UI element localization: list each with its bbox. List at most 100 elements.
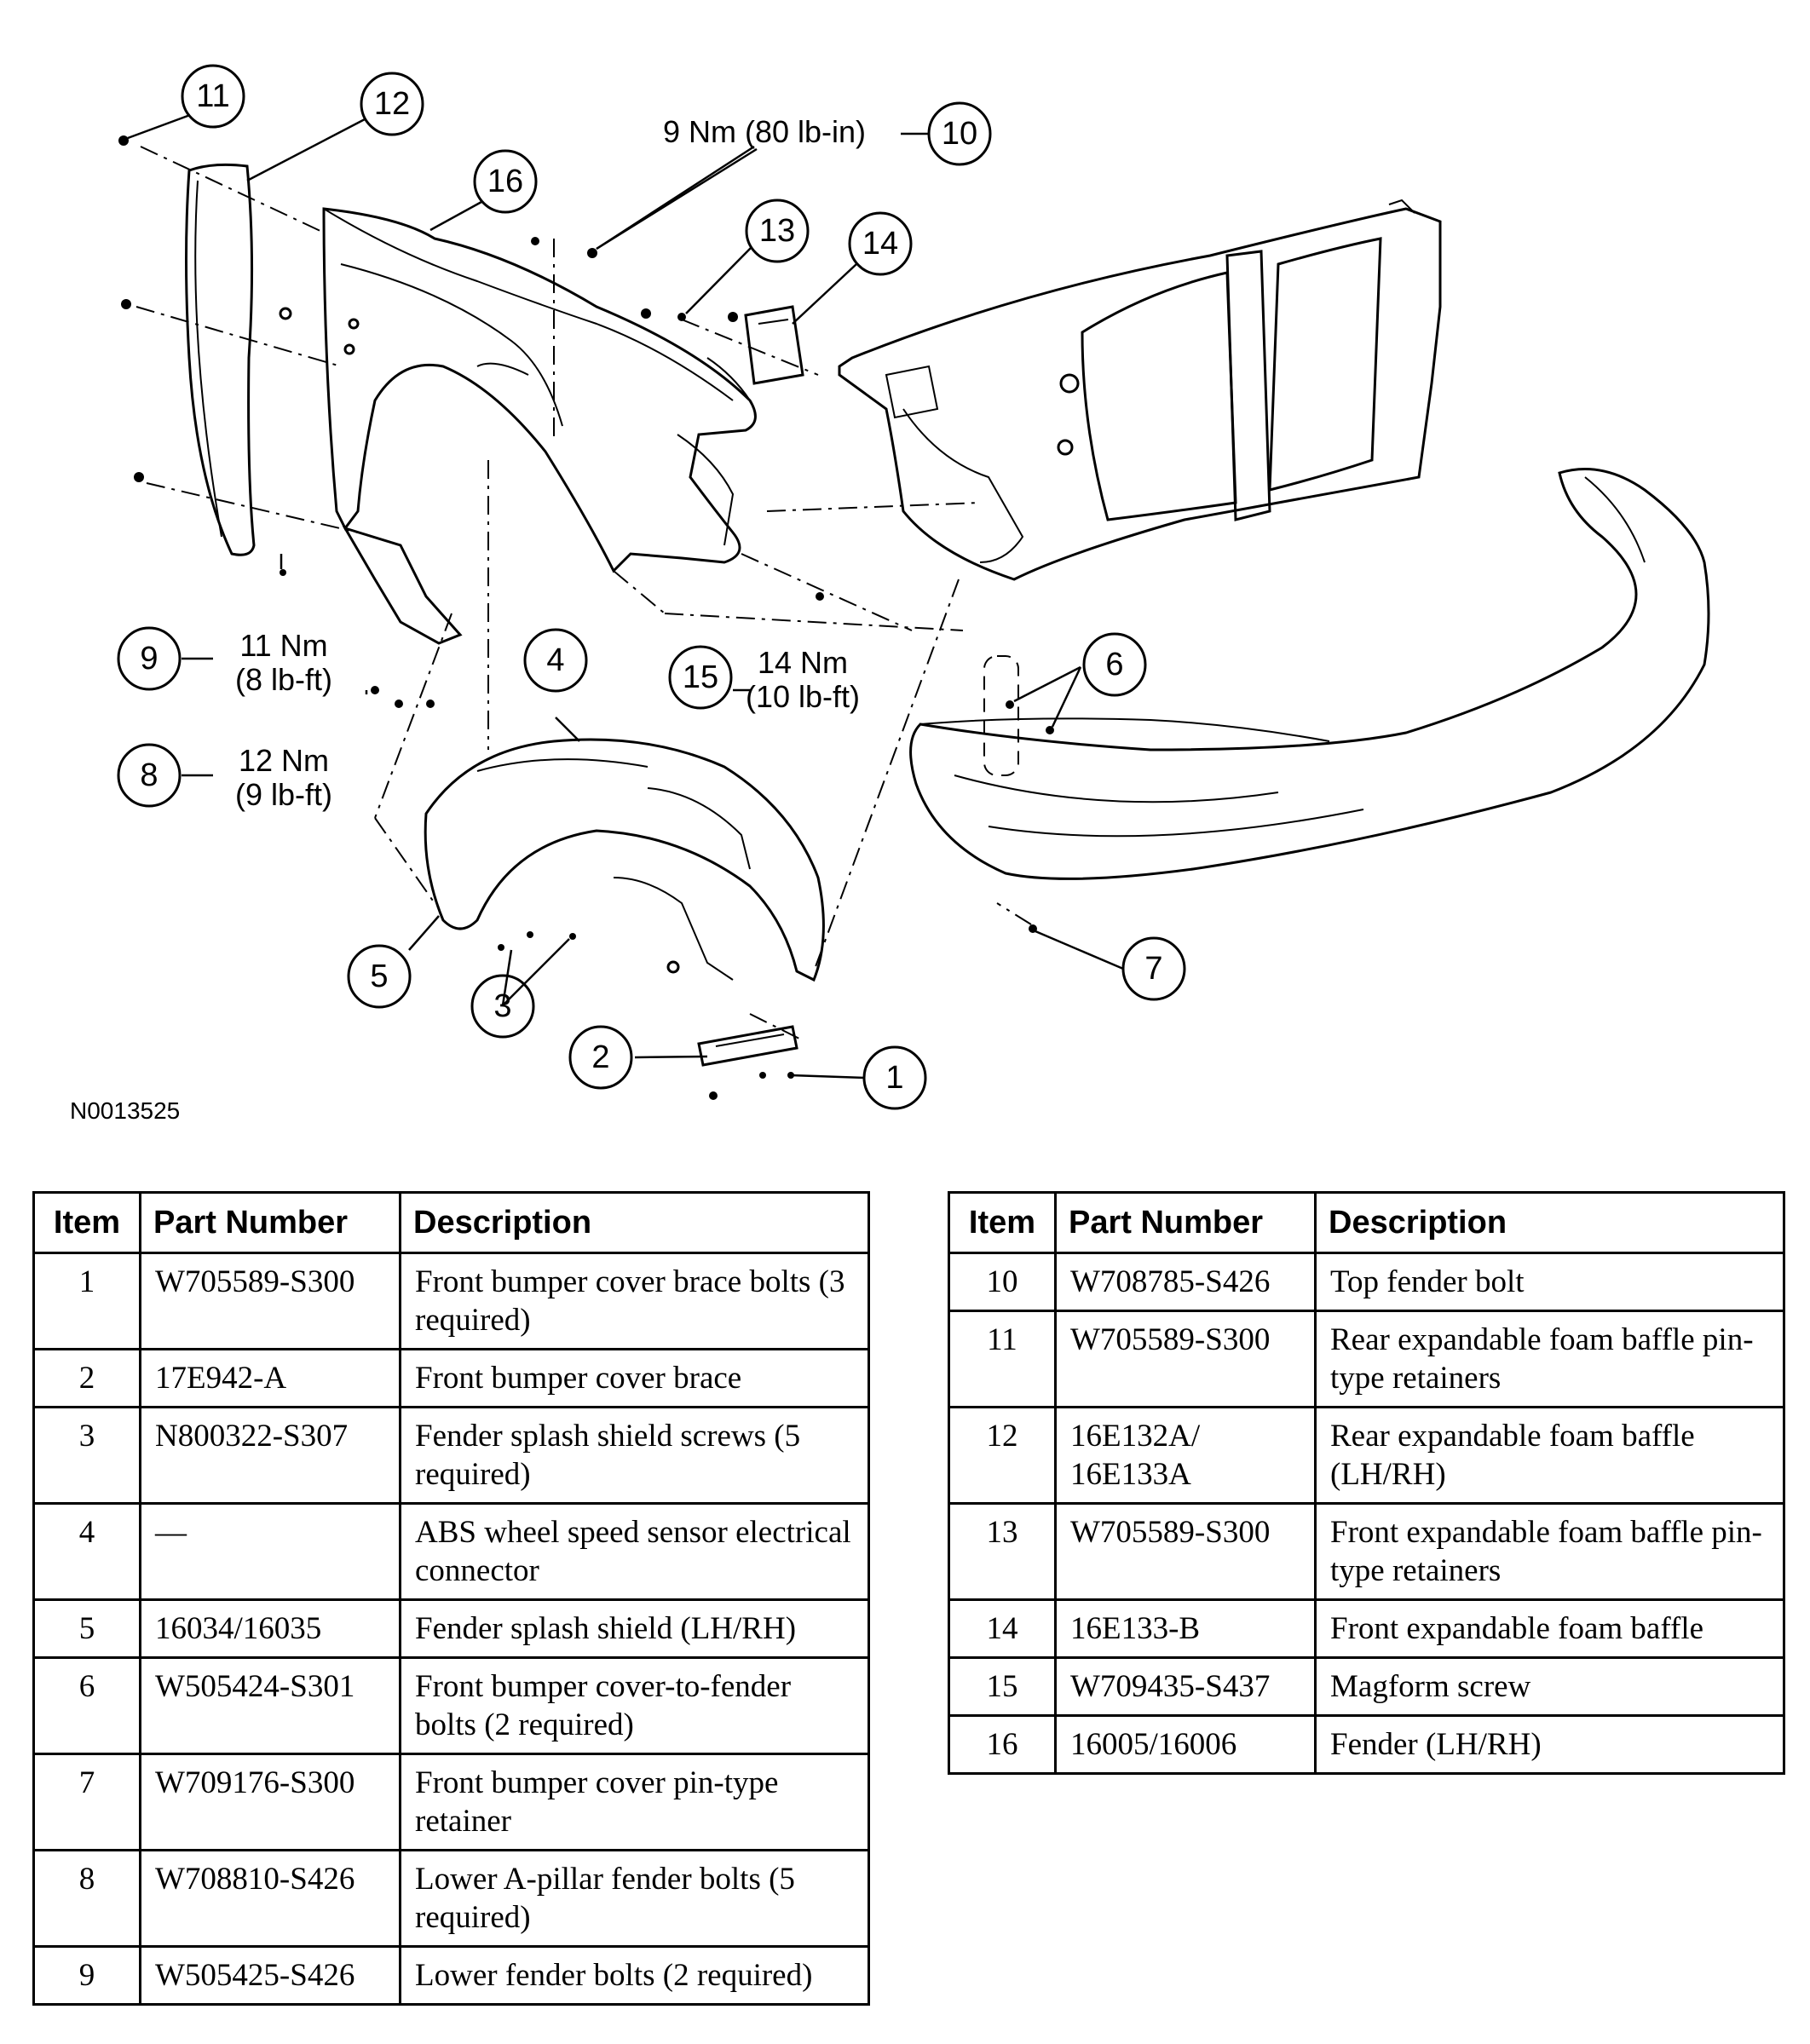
callouts: 1 2 3 4 5 6 7 8 9 10 11 12 13 14 15 16 <box>117 64 1186 1110</box>
svg-text:2: 2 <box>591 1039 609 1075</box>
part-number-cell: W708785-S426 <box>1054 1252 1317 1312</box>
header-item: Item <box>32 1191 141 1254</box>
torque-item9-lbft: (8 lb-ft) <box>235 662 332 697</box>
table-header-row: Item Part Number Description <box>32 1191 870 1254</box>
description-cell: Front bumper cover brace bolts (3 requir… <box>399 1252 870 1350</box>
callout-9: 9 <box>117 626 182 691</box>
svg-text:1: 1 <box>885 1060 903 1096</box>
part-number-cell: 16005/16006 <box>1054 1714 1317 1775</box>
callout-7: 7 <box>1121 936 1186 1001</box>
item-cell: 9 <box>32 1945 141 2006</box>
svg-text:8: 8 <box>140 757 158 793</box>
alignment-lines <box>135 146 1032 1040</box>
part-number-cell: W709176-S300 <box>139 1753 401 1851</box>
svg-text:15: 15 <box>683 659 718 695</box>
svg-text:10: 10 <box>942 116 977 152</box>
item-cell: 5 <box>32 1598 141 1659</box>
description-cell: Magform screw <box>1314 1656 1785 1717</box>
callout-2: 2 <box>568 1025 633 1090</box>
torque-item15-nm: 14 Nm <box>758 645 848 680</box>
item-cell: 1 <box>32 1252 141 1350</box>
part-number-cell: W709435-S437 <box>1054 1656 1317 1717</box>
callout-10: 10 <box>927 101 992 166</box>
callout-6: 6 <box>1082 632 1147 697</box>
fender <box>279 207 757 645</box>
splash-shield <box>424 738 825 982</box>
table-header-row: Item Part Number Description <box>948 1191 1785 1254</box>
description-cell: Front bumper cover brace <box>399 1348 870 1408</box>
item-cell: 4 <box>32 1502 141 1601</box>
description-cell: Fender splash shield (LH/RH) <box>399 1598 870 1659</box>
svg-text:3: 3 <box>493 988 511 1024</box>
exploded-parts-diagram: 1 2 3 4 5 6 7 8 9 10 11 12 13 14 15 16 9… <box>70 64 1710 1124</box>
svg-text:12: 12 <box>374 86 410 122</box>
item-cell: 7 <box>32 1753 141 1851</box>
callout-5: 5 <box>347 944 412 1009</box>
fasteners <box>118 135 1054 1100</box>
description-cell: Rear expandable foam baffle (LH/RH) <box>1314 1406 1785 1505</box>
rear-foam-baffle <box>185 163 256 556</box>
header-part-number: Part Number <box>1054 1191 1317 1254</box>
part-number-cell: W705589-S300 <box>1054 1310 1317 1408</box>
item-cell: 6 <box>32 1656 141 1755</box>
callout-11: 11 <box>181 64 245 129</box>
header-part-number: Part Number <box>139 1191 401 1254</box>
description-cell: Lower fender bolts (2 required) <box>399 1945 870 2006</box>
part-number-cell: 16E133-B <box>1054 1598 1317 1659</box>
callout-1: 1 <box>862 1045 927 1110</box>
part-number-cell: 17E942-A <box>139 1348 401 1408</box>
torque-item15-lbft: (10 lb-ft) <box>746 679 860 714</box>
description-cell: ABS wheel speed sensor electrical connec… <box>399 1502 870 1601</box>
svg-text:13: 13 <box>759 213 795 249</box>
callout-13: 13 <box>745 199 810 263</box>
table-row: 4—ABS wheel speed sensor electrical conn… <box>32 1502 870 1601</box>
torque-item8-lbft: (9 lb-ft) <box>235 777 332 812</box>
front-foam-baffle <box>744 305 804 385</box>
part-number-cell: W505425-S426 <box>139 1945 401 2006</box>
callout-4: 4 <box>523 628 588 693</box>
torque-labels: 9 Nm (80 lb-in) 11 Nm (8 lb-ft) 12 Nm (9… <box>235 114 866 812</box>
svg-text:14: 14 <box>862 226 898 262</box>
item-cell: 3 <box>32 1406 141 1505</box>
item-cell: 2 <box>32 1348 141 1408</box>
part-number-cell: W705589-S300 <box>139 1252 401 1350</box>
description-cell: Front bumper cover pin-type retainer <box>399 1753 870 1851</box>
callout-8: 8 <box>117 743 182 808</box>
description-cell: Lower A-pillar fender bolts (5 required) <box>399 1849 870 1948</box>
callout-14: 14 <box>848 211 913 276</box>
svg-text:9: 9 <box>140 641 158 677</box>
header-item: Item <box>948 1191 1057 1254</box>
radiator-support <box>838 199 1442 581</box>
leader-lines <box>127 113 1124 1080</box>
callout-12: 12 <box>360 72 424 136</box>
bumper-cover <box>909 468 1710 880</box>
torque-item8-nm: 12 Nm <box>239 743 329 778</box>
callout-3: 3 <box>470 974 535 1039</box>
part-number-cell: 16E132A/ 16E133A <box>1054 1406 1317 1505</box>
part-number-cell: N800322-S307 <box>139 1406 401 1505</box>
header-description: Description <box>399 1191 870 1254</box>
part-number-cell: W708810-S426 <box>139 1849 401 1948</box>
item-cell: 12 <box>948 1406 1057 1505</box>
part-number-cell: — <box>139 1502 401 1601</box>
item-cell: 11 <box>948 1310 1057 1408</box>
svg-text:5: 5 <box>370 959 388 994</box>
description-cell: Fender splash shield screws (5 required) <box>399 1406 870 1505</box>
part-number-cell: 16034/16035 <box>139 1598 401 1659</box>
item-cell: 14 <box>948 1598 1057 1659</box>
item-cell: 15 <box>948 1656 1057 1717</box>
